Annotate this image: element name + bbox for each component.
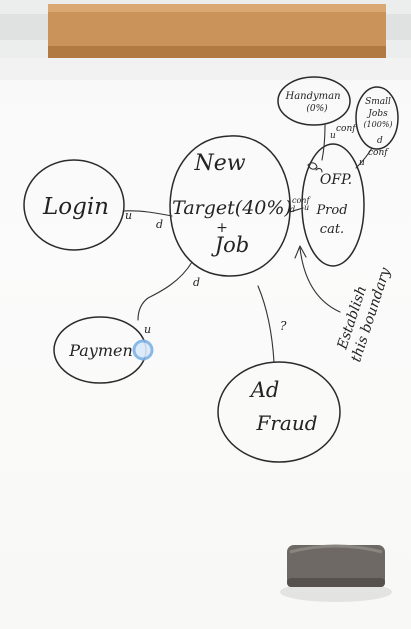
label-handyman-u: u <box>330 131 336 141</box>
ad-fraud-bubble <box>217 361 341 463</box>
new-target-line1: New <box>193 151 245 176</box>
boundary-arrow-head <box>294 245 307 259</box>
marker-tray <box>0 0 411 80</box>
small-jobs-line3: (100%) <box>363 120 392 129</box>
edge-ofp-smalljobs <box>355 147 373 169</box>
handyman-bubble <box>277 76 351 126</box>
label-payment-d: d <box>193 276 200 289</box>
ofp-line1: OFP. <box>320 172 352 188</box>
ofp-bubble <box>301 143 365 267</box>
edge-target-payment <box>137 261 193 321</box>
label-small-d: d <box>377 136 383 146</box>
label-adfraud-q: ? <box>280 319 287 333</box>
label-ofp-conf: conf <box>292 196 311 205</box>
boundary-arrow <box>299 247 341 313</box>
ofp-line2: Prod <box>315 203 347 218</box>
ofp-join-mark <box>307 162 323 173</box>
glare-spot <box>132 339 154 361</box>
edge-target-ofp <box>289 207 304 213</box>
login-label: Login <box>42 194 109 220</box>
handyman-line1: Handyman <box>284 91 340 102</box>
ofp-line3: cat. <box>320 222 344 237</box>
label-small-conf: conf <box>368 148 389 158</box>
ad-fraud-line2: Fraud <box>255 411 317 435</box>
label-login-d: d <box>156 218 163 231</box>
small-jobs-line2: Jobs <box>366 109 388 119</box>
edge-target-adfraud <box>257 285 275 363</box>
label-handyman-conf: conf <box>336 124 357 134</box>
payment-label: Paymen <box>68 341 133 360</box>
edge-login-target <box>123 210 173 217</box>
label-payment-u: u <box>144 323 151 336</box>
label-small-u: u <box>359 158 365 168</box>
label-login-u: u <box>125 209 132 222</box>
login-bubble <box>23 159 125 251</box>
handyman-line2: (0%) <box>306 103 328 114</box>
new-target-bubble <box>169 135 291 277</box>
ad-fraud-line1: Ad <box>249 378 280 402</box>
label-ofp-u: u <box>304 203 309 212</box>
label-ofp-d: d <box>290 205 295 214</box>
boundary-annotation: Establish this boundary <box>334 265 394 364</box>
new-target-plus: + <box>216 220 228 236</box>
new-target-line2: Target(40%) <box>172 197 292 219</box>
eraser <box>280 544 392 602</box>
small-jobs-line1: Small <box>365 97 391 107</box>
small-jobs-bubble <box>355 86 399 150</box>
edge-ofp-handyman <box>321 124 326 161</box>
new-target-line3: Job <box>211 233 250 257</box>
